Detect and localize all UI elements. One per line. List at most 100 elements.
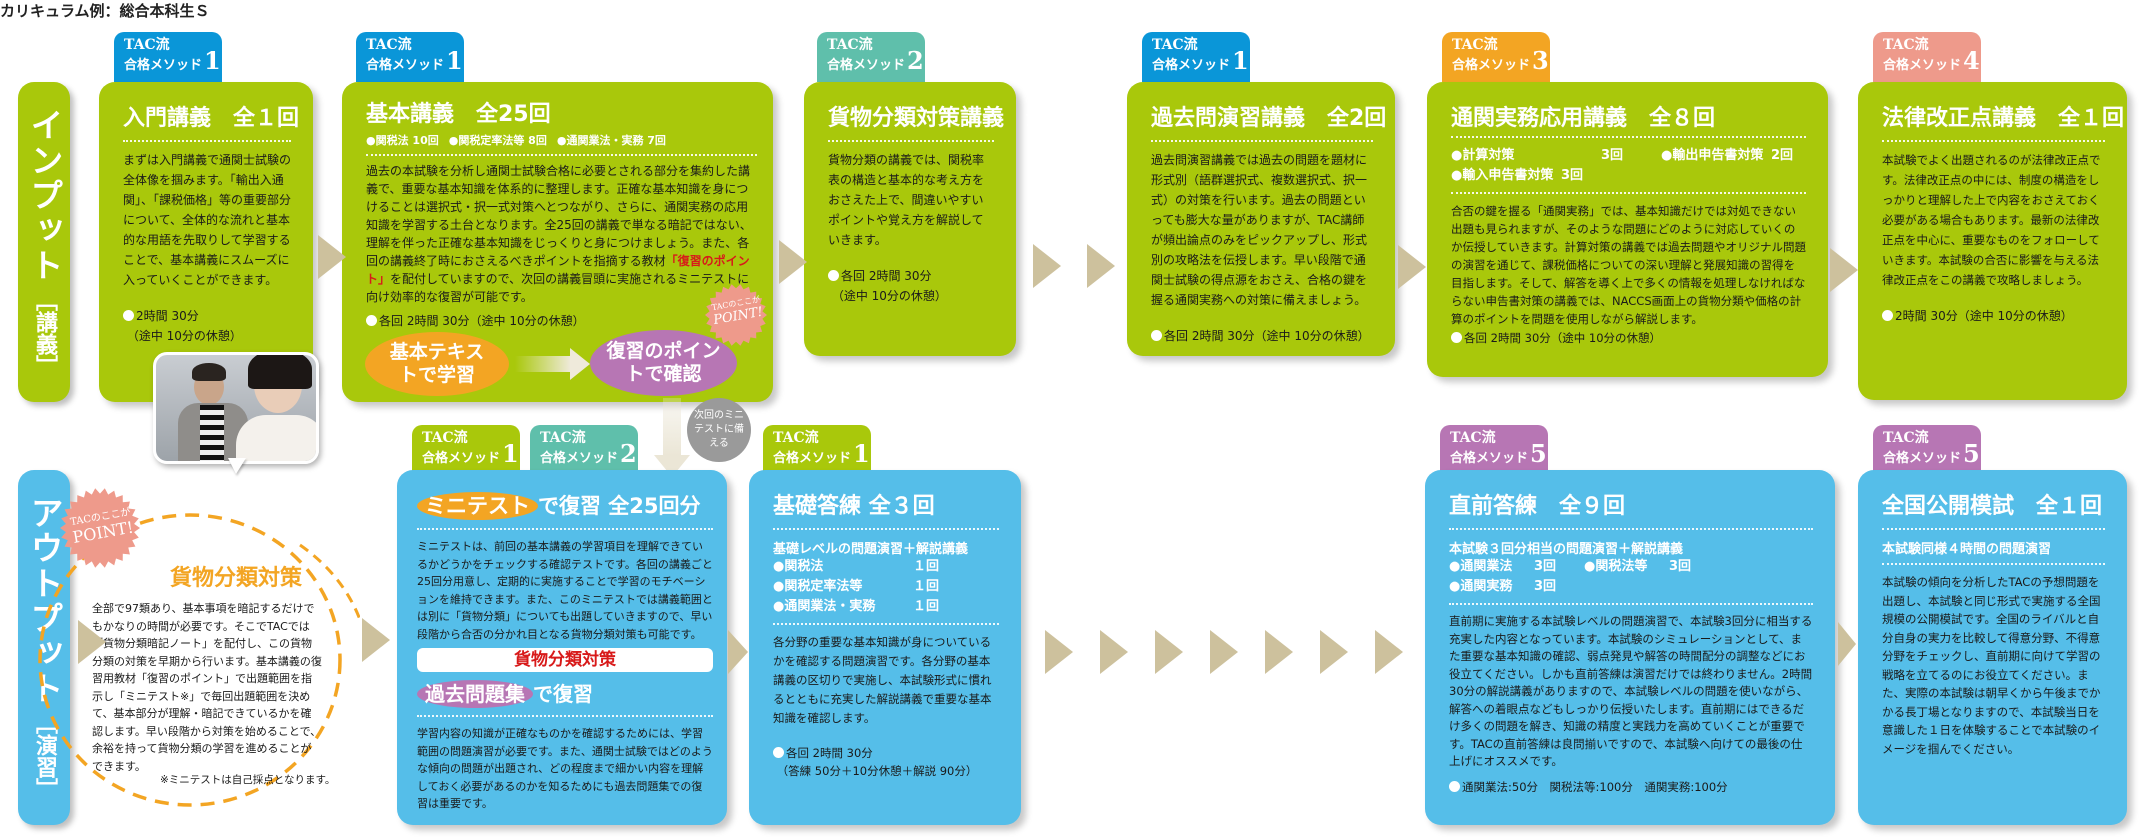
flow-arrow-icon [1375, 630, 1403, 674]
input-label-text: インプット [25, 107, 64, 283]
law-revision-card: 法律改正点講義 全１回 本試験でよく出題されるのが法律改正点です。法律改正点の中… [1858, 82, 2127, 400]
method-tab: TAC流合格メソッド5 [1440, 425, 1548, 471]
card-time: 2時間 30分（途中 10分の休憩） [1882, 306, 2105, 326]
card-heading: 通関実務応用講義 全８回 [1451, 106, 1716, 131]
tab-line1: TAC流 [1883, 37, 1929, 53]
divider [1451, 192, 1806, 194]
tab-line1: TAC流 [1883, 430, 1929, 446]
method-tab: TAC流合格メソッド2 [817, 32, 925, 82]
flow-arrow-icon [1155, 630, 1183, 674]
flow-arrow-icon [779, 240, 807, 284]
card-time: 各回 2時間 30分 （途中 10分の休憩） [828, 266, 994, 306]
heading-text: で復習 全25回分 [538, 494, 701, 518]
time-text: 各回 2時間 30分（途中 10分の休憩） [1164, 329, 1370, 343]
item-label: ●通関業法・実務 [773, 599, 876, 614]
card-heading: 入門講義 全１回 [123, 100, 299, 142]
step-arrow-head [570, 348, 590, 380]
method-tab: TAC流合格メソッド1 [1142, 32, 1250, 82]
tab-number: 2 [907, 46, 924, 75]
method-tab: TAC流合格メソッド4 [1873, 32, 1981, 82]
card-heading: 基礎答練 全３回 [773, 488, 999, 530]
time-text: 各回 2時間 30分（途中 10分の休憩） [1464, 331, 1662, 345]
item-label: ●通関業法 [1449, 559, 1513, 574]
tab-line1: TAC流 [773, 430, 819, 446]
item-count: 3回 [1601, 148, 1624, 163]
page-title: カリキュラム例：総合本科生Ｓ [0, 2, 210, 20]
step-text: 基本テキストで学習 [389, 341, 485, 386]
flow-arrow-icon [1033, 244, 1061, 288]
bullet-icon [366, 315, 377, 326]
tab-number: 1 [853, 439, 870, 468]
review-point-step: 復習のポイントで確認 [590, 330, 737, 396]
flow-arrow-icon [78, 620, 106, 664]
tab-line1: TAC流 [1452, 37, 1498, 53]
card-body: 合否の鍵を握る「通関実務」では、基本知識だけでは対処できない出題も見られますが、… [1451, 204, 1807, 326]
body-text: 過去の本試験を分析し通関士試験合格に必要とされる部分を集約した講義で、重要な基本… [366, 164, 752, 268]
heading-text: で復習 [533, 682, 593, 706]
tab-line2: 合格メソッド [540, 451, 619, 466]
card-time: 各回 2時間 30分 （答練 50分＋10分休憩＋解説 90分） [773, 744, 999, 780]
note-text: 次回のミニテストに備える [694, 410, 744, 449]
bullet-icon [828, 270, 839, 281]
tab-number: 1 [204, 46, 221, 75]
step-arrow-icon [515, 356, 571, 372]
card-body: 直前期に実施する本試験レベルの問題演習で、本試験3回分に相当する充実した内容とな… [1449, 614, 1813, 768]
tab-line2: 合格メソッド [773, 451, 852, 466]
method-tab: TAC流合格メソッド1 [763, 425, 871, 471]
method-tab: TAC流合格メソッド2 [530, 425, 638, 471]
item-count: １回 [913, 599, 940, 614]
time-text: 各回 2時間 30分 [841, 269, 932, 283]
card-heading-2: 過去問題集で復習 [417, 678, 713, 717]
card-subheading: 基礎レベルの問題演習＋解説講義 [773, 542, 969, 557]
item-count: 3回 [1534, 579, 1557, 594]
input-label-sub: ［講義］ [32, 288, 57, 377]
tab-number: 4 [1963, 46, 1980, 75]
tab-line2: 合格メソッド [1450, 451, 1529, 466]
card-body: 本試験でよく出題されるのが法律改正点です。法律改正点の中には、制度の構造をしっか… [1882, 153, 2101, 287]
item-label: ●関税法 [773, 559, 824, 574]
time-note: （答練 50分＋10分休憩＋解説 90分） [776, 764, 978, 778]
flow-arrow-icon [1838, 622, 1856, 666]
bullet-icon [123, 310, 134, 321]
card-time: 各回 2時間 30分（途中 10分の休憩） [1151, 326, 1373, 346]
card-body: まずは入門講義で通関士試験の全体像を掴みます。「輸出入通関」、「課税価格」等の重… [123, 153, 292, 287]
divider [1451, 136, 1806, 138]
card-heading: ミニテストで復習 全25回分 [417, 490, 713, 530]
bullet-icon [1882, 310, 1893, 321]
subitem: ●関税法 10回 [366, 134, 439, 147]
bullet-icon [1449, 780, 1460, 792]
item-label: ●輸出申告書対策 [1661, 148, 1764, 163]
time-text: 各回 2時間 30分（途中 10分の休憩） [379, 314, 585, 328]
card-body-2: 学習内容の知識が正確なものかを確認するためには、学習範囲の問題演習が必要です。ま… [417, 727, 713, 810]
classification-note: ※ミニテストは自己採点となります。 [160, 774, 336, 786]
tab-line1: TAC流 [1152, 37, 1198, 53]
tab-number: 5 [1530, 439, 1547, 468]
tab-number: 1 [502, 439, 519, 468]
flow-arrow-icon [1100, 630, 1128, 674]
item-label: ●関税法等 [1584, 559, 1648, 574]
classification-heading: 貨物分類対策 [170, 566, 303, 591]
method-tab: TAC流合格メソッド1 [114, 32, 222, 82]
time-text: 2時間 30分（途中 10分の休憩） [1895, 309, 2073, 323]
tab-line1: TAC流 [827, 37, 873, 53]
tab-line1: TAC流 [422, 430, 468, 446]
down-arrow-icon [663, 398, 681, 456]
body-text: を配付していますので、次回の講義冒頭に実施されるミニテストに向け効率的な復習が可… [366, 272, 750, 304]
card-body: 過去問演習講義では過去の問題を題材に形式別（語群選択式、複数選択式、択一式）の対… [1151, 153, 1368, 307]
subitem: ●通関業法・実務 7回 [556, 134, 666, 147]
bullet-icon [1451, 332, 1462, 343]
item-count: 3回 [1669, 559, 1692, 574]
card-time: 2時間 30分 （途中 10分の休憩） [123, 306, 291, 346]
subitem-row: ●関税法 10回●関税定率法等 8回●通関業法・実務 7回 [366, 130, 757, 148]
classification-body: 全部で97類あり、基本事項を暗記するだけでもかなりの時間が必要です。そこでTAC… [92, 602, 322, 773]
mock-exam-card: 全国公開模試 全１回 本試験同様４時間の問題演習 本試験の傾向を分析したTACの… [1858, 470, 2127, 825]
tab-number: 5 [1963, 439, 1980, 468]
item-count: １回 [913, 579, 940, 594]
tab-line2: 合格メソッド [827, 58, 906, 73]
divider [1449, 603, 1813, 605]
card-time: 各回 2時間 30分（途中 10分の休憩） [366, 311, 757, 331]
